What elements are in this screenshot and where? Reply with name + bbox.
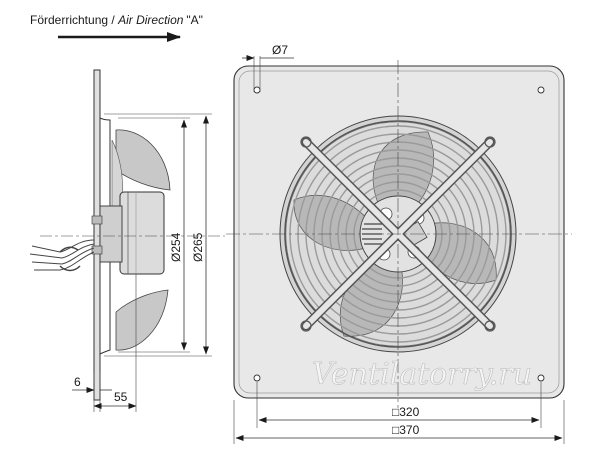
corner-holes <box>253 86 545 382</box>
hole-dia-label: Ø7 <box>272 43 288 57</box>
hole-pitch-label: □320 <box>392 405 420 419</box>
side-motor-mount <box>99 205 123 263</box>
air-direction-header: Förderrichtung / Air Direction"A" <box>30 13 203 42</box>
side-view: Ø254 Ø265 6 55 <box>29 69 225 412</box>
depth-label: 55 <box>114 390 128 404</box>
direction-label-en: Air Direction <box>117 13 184 27</box>
frame-dia-label: Ø265 <box>191 232 205 262</box>
side-blade-upper <box>115 129 171 191</box>
impeller-dia-label: Ø254 <box>169 232 183 262</box>
plate-thickness-label: 6 <box>74 375 81 389</box>
direction-code: "A" <box>186 13 203 27</box>
svg-text:Förderrichtung / Air Direction: Förderrichtung / Air Direction"A" <box>30 13 203 27</box>
front-view: Ø7 □320 □370 <box>226 43 572 444</box>
direction-label-de: Förderrichtung <box>30 13 108 27</box>
side-blade-lower <box>115 289 169 351</box>
side-mounting-plate <box>93 69 101 401</box>
side-cables <box>29 239 95 272</box>
plate-size-label: □370 <box>392 423 420 437</box>
watermark-text: Ventilatorry.ru <box>312 357 532 392</box>
direction-separator: / <box>108 13 118 27</box>
side-motor-body <box>119 191 165 275</box>
